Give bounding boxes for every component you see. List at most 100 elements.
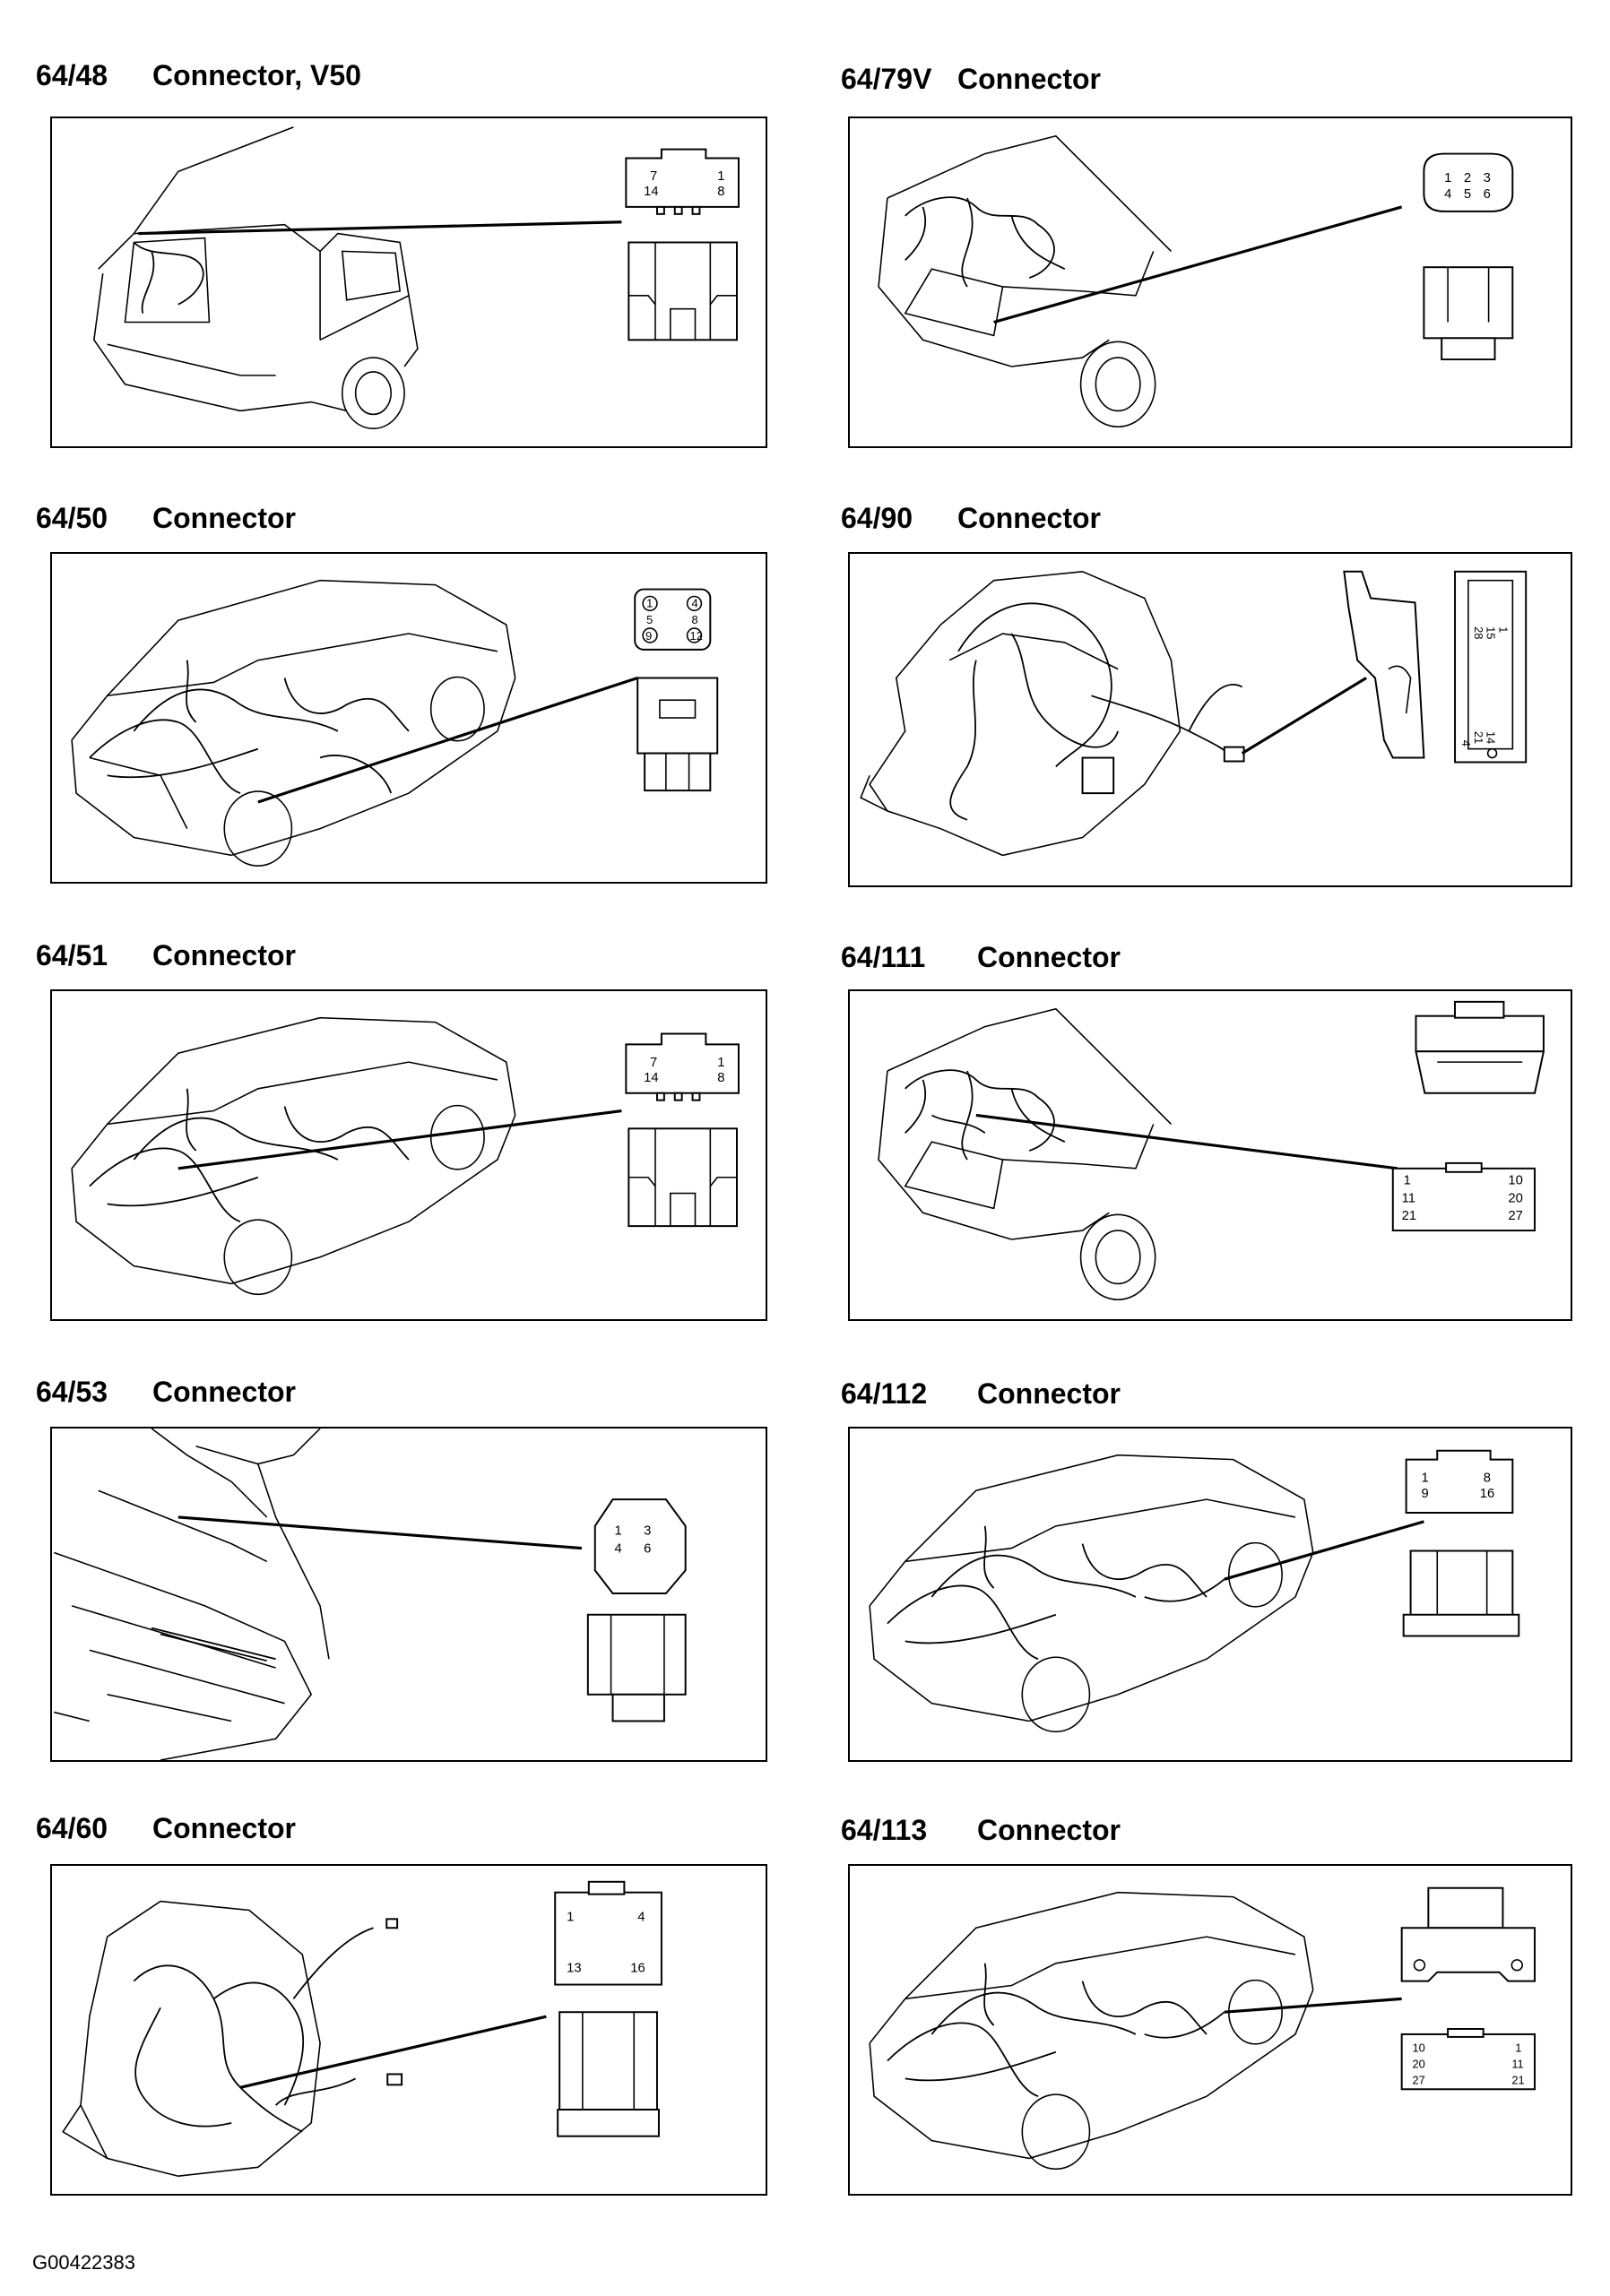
panel-title: 64/112 Connector [841,1377,1121,1411]
panel-title: 64/79V Connector [841,63,1101,96]
pin-label: 1 [1421,1471,1428,1485]
pin-label: 1 [1444,171,1451,186]
pin-label: 8 [717,185,724,199]
sedan-harness-diagram: 7 1 14 8 [71,1016,740,1296]
pin-label: 5 [646,613,653,626]
panel-title: 64/90 Connector [841,502,1101,535]
pin-label: 4 [692,596,698,609]
pin-label: 10 [1508,1174,1523,1188]
pin-label: 5 [1464,187,1471,202]
connector-name: Connector [152,939,296,971]
pin-label: 8 [717,1071,724,1085]
connector-code: 64/51 [36,939,108,971]
panel-title: 64/53 Connector [36,1376,296,1409]
diagram-frame: 1 10 11 20 21 27 [848,989,1572,1321]
pin-label: 3 [644,1524,651,1539]
pin-label: 14 [1484,731,1498,744]
pin-label: 15 [1484,626,1498,639]
diagram-frame: 1 8 9 16 [848,1427,1572,1762]
engine-harness-diagram: 1 4 13 16 [62,1880,662,2178]
engine-bay-front-diagram: 1 10 11 20 21 27 [878,1000,1545,1301]
pin-label: 21 [1472,731,1485,744]
connector-name: Connector, V50 [152,59,361,91]
pin-label: 1 [717,169,724,184]
connector-name: Connector [152,1376,296,1408]
figure-id: G00422383 [32,2251,135,2274]
pin-label: 21 [1511,2073,1524,2086]
connector-name: Connector [977,1377,1121,1410]
pin-label: 14 [644,185,659,199]
connector-code: 64/111 [841,941,926,973]
sedan-harness-diagram: 1 8 9 16 [869,1449,1520,1733]
pin-label: 4 [1459,740,1473,747]
connector-code: 64/60 [36,1812,108,1844]
pin-label: 11 [1511,2058,1523,2071]
diagram-frame: 10 1 20 11 27 21 [848,1864,1572,2196]
connector-code: 64/112 [841,1377,928,1410]
diagram-frame: 1 3 4 6 [50,1427,767,1762]
connector-name: Connector [957,502,1101,534]
engine-bay-front-diagram: 1 2 3 4 5 6 [878,134,1514,428]
pin-label: 8 [692,613,698,626]
engine-harness-diagram: 15 28 14 21 4 1 [860,570,1528,857]
panel-title: 64/111 Connector [841,941,1121,974]
pin-label: 9 [1421,1487,1428,1501]
connector-code: 64/48 [36,59,108,91]
connector-name: Connector [957,63,1101,95]
pin-label: 3 [1484,171,1491,186]
pin-label: 8 [1484,1471,1491,1485]
pin-label: 21 [1402,1209,1417,1223]
pin-label: 27 [1413,2073,1425,2086]
pin-label: 14 [644,1071,659,1085]
diagram-frame: 7 1 14 8 [50,989,767,1321]
connector-code: 64/90 [841,502,913,534]
sedan-harness-diagram: 10 1 20 11 27 21 [869,1886,1536,2171]
pin-label: 4 [637,1910,645,1924]
diagram-frame: 1 4 13 16 [50,1864,767,2196]
pin-label: 20 [1413,2058,1425,2071]
pin-label: 11 [1402,1191,1415,1205]
pin-label: 12 [690,629,703,643]
pin-label: 6 [1484,187,1491,202]
pin-label: 16 [1480,1487,1495,1501]
pin-label: 13 [567,1962,581,1976]
panel-title: 64/60 Connector [36,1812,296,1845]
diagram-frame: 7 1 14 8 [50,117,767,448]
connector-code: 64/79V [841,63,932,95]
pin-label: 10 [1413,2041,1425,2055]
pin-label: 27 [1508,1209,1523,1223]
pin-label: 16 [630,1962,645,1976]
connector-name: Connector [977,1814,1121,1846]
connector-name: Connector [152,1812,296,1844]
pin-label: 9 [645,629,652,643]
pin-label: 1 [646,596,653,609]
pin-label: 1 [1515,2041,1521,2055]
connector-name: Connector [977,941,1121,973]
pin-label: 28 [1472,626,1485,639]
sedan-harness-diagram: 1 4 5 8 9 12 [71,579,719,867]
pin-label: 1 [717,1056,724,1070]
panel-title: 64/50 Connector [36,502,296,535]
diagram-frame: 1 2 3 4 5 6 [848,117,1572,448]
pin-label: 4 [1444,187,1451,202]
trunk-interior-diagram: 1 3 4 6 [54,1429,687,1760]
pin-label: 1 [567,1910,574,1924]
pin-label: 7 [650,1056,657,1070]
diagram-frame: 15 28 14 21 4 1 [848,552,1572,887]
connector-code: 64/113 [841,1814,928,1846]
pin-label: 2 [1464,171,1471,186]
pin-label: 1 [1497,626,1510,633]
connector-name: Connector [152,502,296,534]
pin-label: 6 [644,1542,651,1557]
pin-label: 1 [1404,1174,1411,1188]
pin-label: 7 [650,169,657,184]
pin-label: 20 [1508,1191,1523,1205]
panel-title: 64/48 Connector, V50 [36,59,361,92]
pin-label: 4 [615,1542,622,1557]
connector-code: 64/50 [36,502,108,534]
panel-title: 64/51 Connector [36,939,296,972]
connector-code: 64/53 [36,1376,108,1408]
pin-label: 1 [615,1524,622,1539]
panel-title: 64/113 Connector [841,1814,1121,1847]
diagram-frame: 1 4 5 8 9 12 [50,552,767,884]
